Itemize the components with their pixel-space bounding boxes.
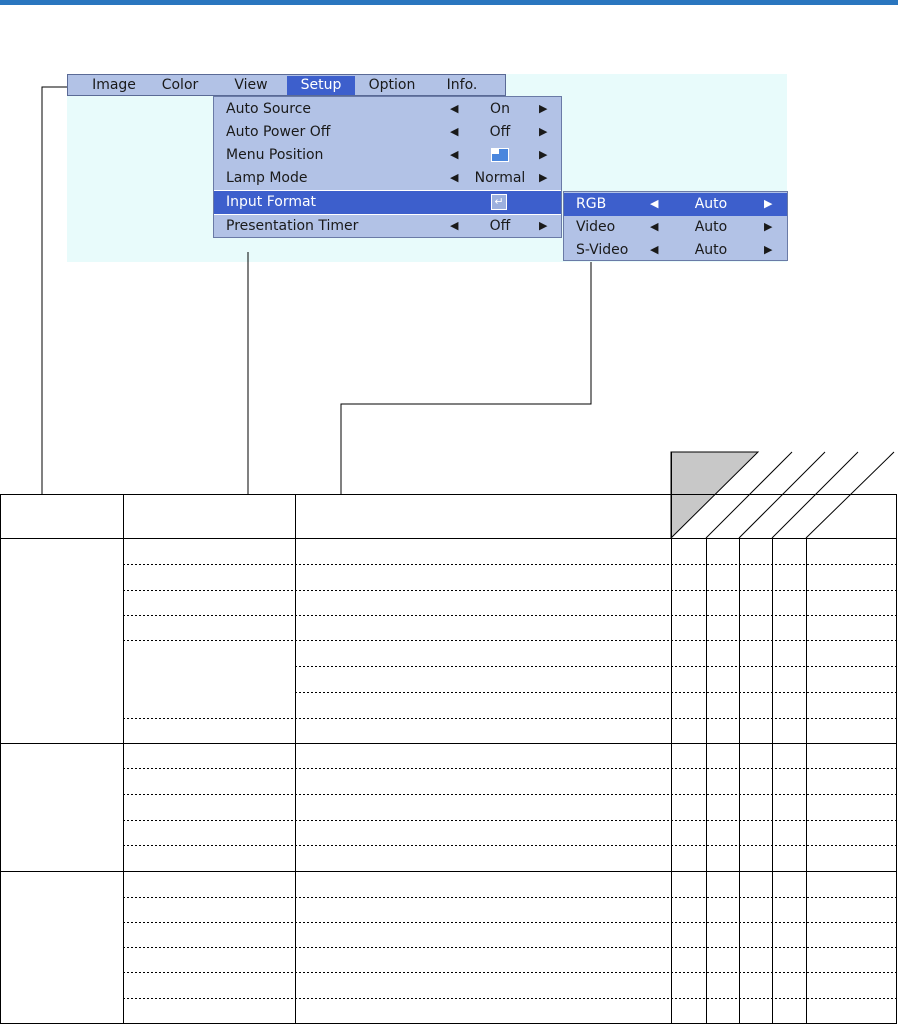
tab-info[interactable]: Info.: [446, 77, 478, 93]
menu-item-value: Off: [489, 124, 511, 140]
menu-item-value: Auto: [694, 242, 728, 258]
arrow-right-icon[interactable]: ▶: [539, 125, 548, 138]
tab-image[interactable]: Image: [92, 77, 136, 93]
arrow-right-icon[interactable]: ▶: [539, 171, 548, 184]
table-frame: [0, 494, 897, 1024]
tab-color[interactable]: Color: [161, 77, 199, 93]
menu-item-presentation-timer[interactable]: Presentation Timer ◀ Off ▶: [214, 215, 561, 238]
connector-lines: [41, 86, 592, 494]
arrow-right-icon[interactable]: ▶: [539, 148, 548, 161]
menu-item-value: Auto: [694, 219, 728, 235]
tab-view[interactable]: View: [234, 77, 268, 93]
arrow-left-icon[interactable]: ◀: [450, 148, 459, 161]
menu-item-label: Lamp Mode: [226, 170, 308, 186]
menu-item-label: S-Video: [576, 242, 629, 258]
input-format-submenu: RGB ◀ Auto ▶ Video ◀ Auto ▶ S-Video ◀ Au…: [563, 191, 788, 261]
arrow-right-icon[interactable]: ▶: [539, 102, 548, 115]
arrow-left-icon[interactable]: ◀: [450, 219, 459, 232]
menu-item-label: Auto Power Off: [226, 124, 331, 140]
menu-item-label: Video: [576, 219, 616, 235]
menu-item-rgb[interactable]: RGB ◀ Auto ▶: [564, 193, 787, 216]
menu-item-label: Auto Source: [226, 101, 312, 117]
arrow-right-icon[interactable]: ▶: [764, 220, 773, 233]
menu-item-value: Normal: [474, 170, 526, 186]
table-grid: [0, 452, 897, 1024]
menu-item-s-video[interactable]: S-Video ◀ Auto ▶: [564, 239, 787, 262]
menu-bar: Image Color View Setup Option Info.: [67, 74, 506, 96]
menu-item-label: Input Format: [226, 194, 317, 210]
menu-item-label: Menu Position: [226, 147, 324, 163]
connector-sub-item: [340, 262, 592, 494]
arrow-right-icon[interactable]: ▶: [764, 197, 773, 210]
arrow-right-icon[interactable]: ▶: [539, 219, 548, 232]
arrow-left-icon[interactable]: ◀: [450, 102, 459, 115]
arrow-left-icon[interactable]: ◀: [450, 125, 459, 138]
arrow-right-icon[interactable]: ▶: [764, 243, 773, 256]
menu-position-icon: [491, 148, 509, 162]
menu-item-lamp-mode[interactable]: Lamp Mode ◀ Normal ▶: [214, 167, 561, 190]
menu-divider: [214, 214, 561, 215]
menu-item-label: RGB: [576, 196, 607, 212]
menu-divider: [214, 190, 561, 191]
tab-option[interactable]: Option: [368, 77, 416, 93]
arrow-left-icon[interactable]: ◀: [650, 220, 659, 233]
enter-icon[interactable]: ↵: [491, 194, 507, 210]
menu-item-menu-position[interactable]: Menu Position ◀ ▶: [214, 144, 561, 167]
setup-submenu: Auto Source ◀ On ▶ Auto Power Off ◀ Off …: [213, 96, 562, 238]
menu-item-auto-power-off[interactable]: Auto Power Off ◀ Off ▶: [214, 121, 561, 144]
menu-item-value: On: [490, 101, 510, 117]
tab-setup[interactable]: Setup: [287, 76, 355, 95]
menu-item-video[interactable]: Video ◀ Auto ▶: [564, 216, 787, 239]
table-row-dividers: [123, 564, 897, 999]
menu-item-value: Off: [489, 218, 511, 234]
menu-item-input-format[interactable]: Input Format ↵: [214, 191, 561, 214]
arrow-left-icon[interactable]: ◀: [450, 171, 459, 184]
connector-menu-bar: [41, 86, 67, 494]
top-rule: [0, 0, 898, 5]
arrow-left-icon[interactable]: ◀: [650, 243, 659, 256]
menu-item-label: Presentation Timer: [226, 218, 359, 234]
arrow-left-icon[interactable]: ◀: [650, 197, 659, 210]
osd-menu-panel: Image Color View Setup Option Info. Auto…: [67, 74, 788, 262]
menu-item-auto-source[interactable]: Auto Source ◀ On ▶: [214, 98, 561, 121]
menu-item-value: Auto: [694, 196, 728, 212]
